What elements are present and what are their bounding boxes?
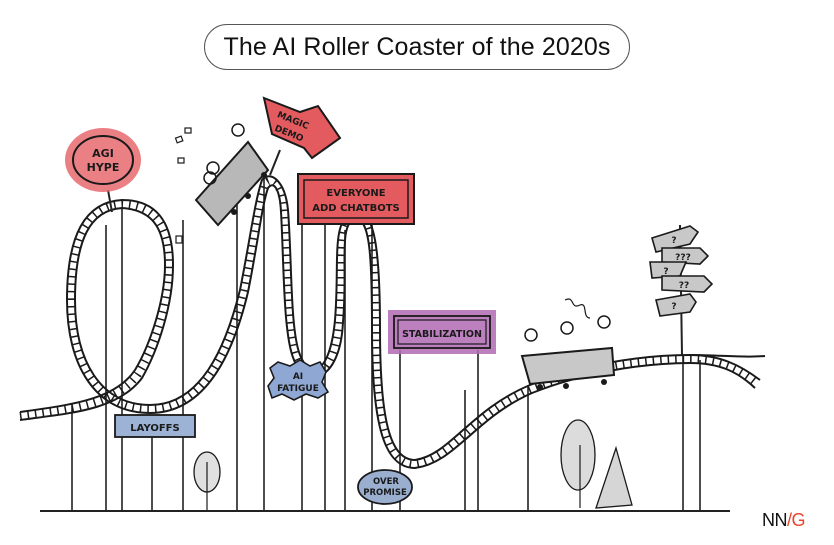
stabilization-label: STABILIZATION [402, 329, 482, 340]
calm-cart [520, 298, 616, 390]
chatbots-line2: ADD CHATBOTS [312, 203, 399, 214]
chatbots-line1: EVERYONE [326, 188, 385, 199]
signpost-arrow-5: ? [671, 302, 676, 312]
agi-hype-line2: HYPE [87, 161, 120, 174]
sign-layoffs: LAYOFFS [114, 414, 196, 438]
signpost-arrow-4: ?? [679, 281, 689, 291]
title-banner: The AI Roller Coaster of the 2020s [204, 24, 630, 70]
nng-logo: NN/G [762, 510, 806, 531]
sign-everyone-add-chatbots: EVERYONE ADD CHATBOTS [297, 173, 415, 225]
ai-fatigue-line2: FATIGUE [277, 384, 319, 394]
logo-nn: NN [762, 510, 788, 530]
layoffs-label: LAYOFFS [130, 423, 179, 434]
sign-agi-hype: AGI HYPE [65, 128, 141, 213]
signpost-arrow-2: ??? [675, 253, 691, 263]
coaster-track [19, 175, 766, 470]
trees [193, 419, 633, 510]
signpost-arrow-1: ? [671, 236, 676, 246]
sign-stabilization: STABILIZATION [388, 310, 496, 354]
over-promise-line1: OVER [373, 477, 399, 487]
logo-g: /G [787, 510, 806, 530]
agi-hype-line1: AGI [92, 147, 114, 160]
title-text: The AI Roller Coaster of the 2020s [223, 32, 611, 61]
sign-over-promise: OVER PROMISE [357, 469, 413, 505]
question-signpost: ? ??? ? ?? ? [649, 224, 714, 356]
sign-magic-demo: MAGIC DEMO [262, 96, 342, 176]
sign-ai-fatigue: AI FATIGUE [267, 359, 330, 401]
tipping-cart [174, 123, 270, 244]
over-promise-line2: PROMISE [363, 488, 407, 498]
ai-fatigue-line1: AI [293, 372, 303, 382]
signpost-arrow-3: ? [663, 267, 668, 277]
